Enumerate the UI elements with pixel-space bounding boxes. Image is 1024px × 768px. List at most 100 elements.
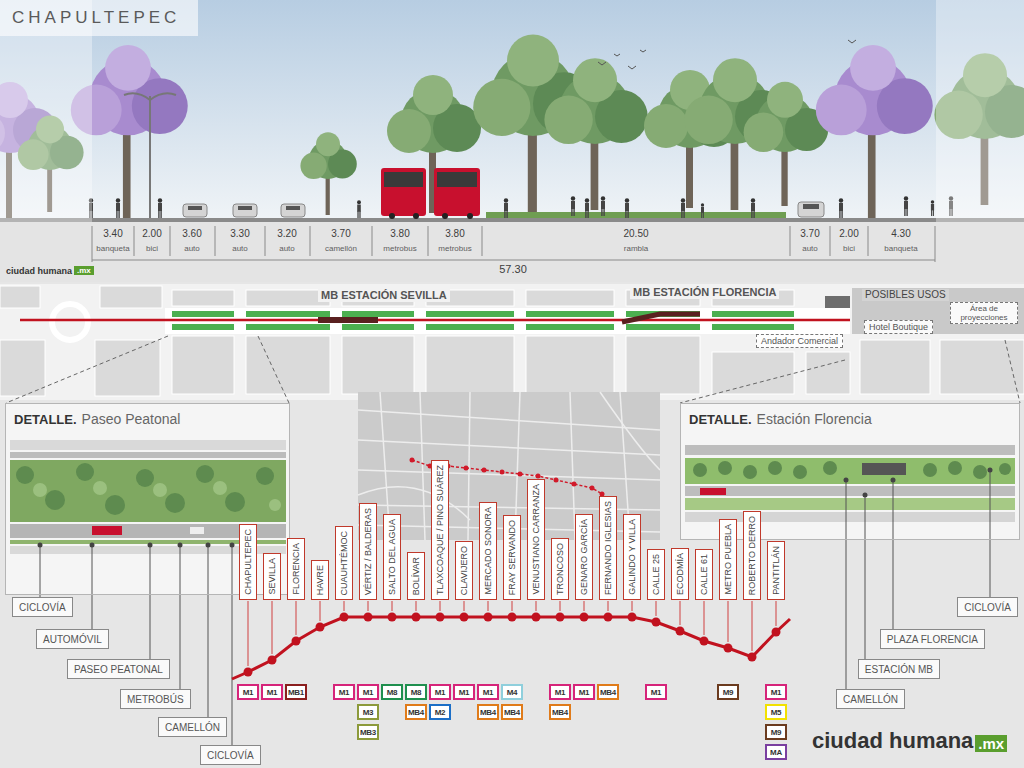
- illustration-rect: [238, 206, 252, 210]
- node-text: M1: [363, 688, 374, 697]
- station-box: FERNANDO IGLESIAS: [599, 496, 617, 600]
- label-text: 4.30: [891, 228, 910, 240]
- illustration-circle: [554, 478, 559, 483]
- label-text: ciudad humana: [6, 266, 72, 276]
- illustration-line: [180, 545, 181, 689]
- illustration-rect: [860, 340, 930, 394]
- illustration-rect: [0, 340, 45, 396]
- node-text: M8: [387, 688, 398, 697]
- illustration-g: [244, 613, 781, 677]
- station-box: MERCADO SONORA: [479, 502, 497, 600]
- illustration-circle: [292, 637, 301, 646]
- illustration-line: [416, 601, 417, 611]
- illustration-use: [751, 198, 755, 218]
- illustration-line: [20, 319, 850, 322]
- illustration-line: [830, 226, 831, 256]
- node-text: M9: [771, 728, 782, 737]
- node-text: MB4: [552, 708, 568, 717]
- illustration-circle: [467, 213, 473, 219]
- illustration-line: [990, 470, 991, 597]
- illustration-g: [693, 461, 1011, 479]
- station-box: VÉRTIZ / BALDERAS: [359, 503, 377, 600]
- transfer-badge: M1: [645, 684, 667, 700]
- illustration-rect: [318, 317, 378, 323]
- illustration-rect: [685, 498, 1015, 510]
- illustration-circle: [136, 469, 154, 487]
- illustration-rect: [381, 168, 426, 216]
- illustration-line: [893, 480, 894, 629]
- transfer-badge: M8: [381, 684, 403, 700]
- node-text: TRONCOSO: [554, 543, 566, 595]
- illustration-circle: [269, 499, 281, 511]
- station-box: CALLE 25: [647, 549, 665, 600]
- station-box: ECODMÍA: [671, 548, 689, 600]
- node-text: MB3: [360, 728, 376, 737]
- illustration-rect: [172, 336, 234, 394]
- illustration-circle: [628, 613, 637, 622]
- illustration-rect: [685, 486, 1015, 496]
- label-text: 2.00: [142, 228, 161, 240]
- label-text: bici: [146, 244, 158, 253]
- node-text: FLORENCIA: [290, 543, 302, 595]
- node-text: M1: [243, 688, 254, 697]
- callout-box: PLAZA FLORENCIA: [880, 629, 985, 649]
- node-text: GENARO GARCÍA: [578, 519, 590, 595]
- transfer-badge: M8: [405, 684, 427, 700]
- node-text: M1: [339, 688, 350, 697]
- illustration-line: [92, 226, 93, 262]
- label-text: 3.80: [445, 228, 464, 240]
- illustration-path: [598, 40, 856, 69]
- node-text: MB4: [408, 708, 424, 717]
- illustration-circle: [693, 463, 707, 477]
- label-text: auto: [184, 244, 200, 253]
- illustration-use: [625, 198, 629, 218]
- illustration-rect: [172, 290, 234, 306]
- illustration-circle: [484, 613, 493, 622]
- node-text: ESTACIÓN MB: [865, 664, 933, 675]
- illustration-circle: [743, 465, 757, 479]
- illustration-circle: [923, 463, 937, 477]
- illustration-rect: [437, 172, 477, 187]
- illustration-rect: [246, 336, 330, 394]
- illustration-rect: [940, 340, 1024, 394]
- illustration-circle: [33, 483, 47, 497]
- transfer-badge: MB4: [405, 704, 427, 720]
- transfer-badge: M1: [357, 684, 379, 700]
- illustration-circle: [464, 466, 469, 471]
- illustration-line: [320, 601, 321, 621]
- use-box: Área de proyecciones: [950, 302, 1018, 324]
- illustration-rect: [626, 336, 700, 394]
- illustration-circle: [948, 461, 962, 475]
- illustration-rect: [246, 311, 330, 317]
- illustration-line: [680, 360, 845, 403]
- illustration-rect: [526, 290, 614, 306]
- illustration-line: [488, 601, 489, 611]
- illustration-rect: [172, 311, 234, 317]
- node-text: ROBERTO DERRO: [746, 516, 758, 595]
- illustration-line: [776, 601, 777, 626]
- illustration-line: [150, 545, 151, 659]
- label-text: bici: [843, 244, 855, 253]
- illustration-line: [865, 495, 866, 659]
- node-text: Hotel Boutique: [869, 322, 928, 332]
- illustration-rect: [0, 286, 40, 308]
- node-text: VÉRTIZ / BALDERAS: [362, 508, 374, 595]
- node-text: PANTITLÁN: [770, 546, 782, 595]
- illustration-use: [744, 82, 829, 206]
- station-box: CHAPULTEPEC: [239, 524, 257, 600]
- illustration-rect: [384, 172, 423, 187]
- illustration-path: [124, 93, 176, 100]
- illustration-rect: [526, 311, 614, 317]
- label-text: metrobus: [383, 244, 416, 253]
- transfer-badge: MB3: [357, 724, 379, 740]
- illustration-line: [134, 226, 135, 256]
- illustration-use: [571, 196, 575, 216]
- illustration-line: [1005, 340, 1020, 403]
- illustration-use: [839, 198, 843, 218]
- transfer-badge: M5: [765, 704, 787, 720]
- node-text: MB1: [288, 688, 304, 697]
- illustration-circle: [16, 466, 34, 484]
- illustration-circle: [536, 474, 541, 479]
- node-text: DETALLE.: [14, 412, 77, 427]
- station-box: CUAUHTÉMOC: [335, 526, 353, 601]
